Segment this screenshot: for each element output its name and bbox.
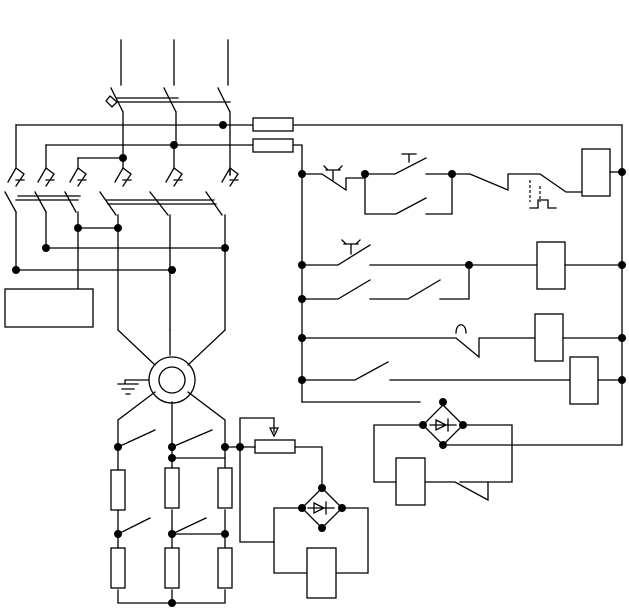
main-contactor: [105, 87, 231, 176]
reversing-contactors: [4, 167, 239, 331]
motor-leads: [117, 329, 226, 448]
control-rung-1: [301, 148, 623, 215]
bridge-rectifier: [273, 487, 369, 599]
resistor: [110, 467, 233, 589]
brake-unit: [4, 288, 94, 328]
potentiometer: [239, 417, 323, 543]
cross-links: [15, 227, 226, 271]
bus-wires: [15, 124, 623, 446]
motor-symbol: [148, 356, 196, 404]
control-rung-2: [301, 239, 623, 300]
control-rung-4: [301, 356, 623, 405]
ground-symbol: [117, 379, 150, 395]
fuse: [252, 117, 294, 153]
control-rung-3: [301, 313, 623, 362]
bridge-rectifier: [373, 401, 513, 506]
supply-lines: [120, 39, 229, 86]
junction-dots: [12, 121, 626, 607]
